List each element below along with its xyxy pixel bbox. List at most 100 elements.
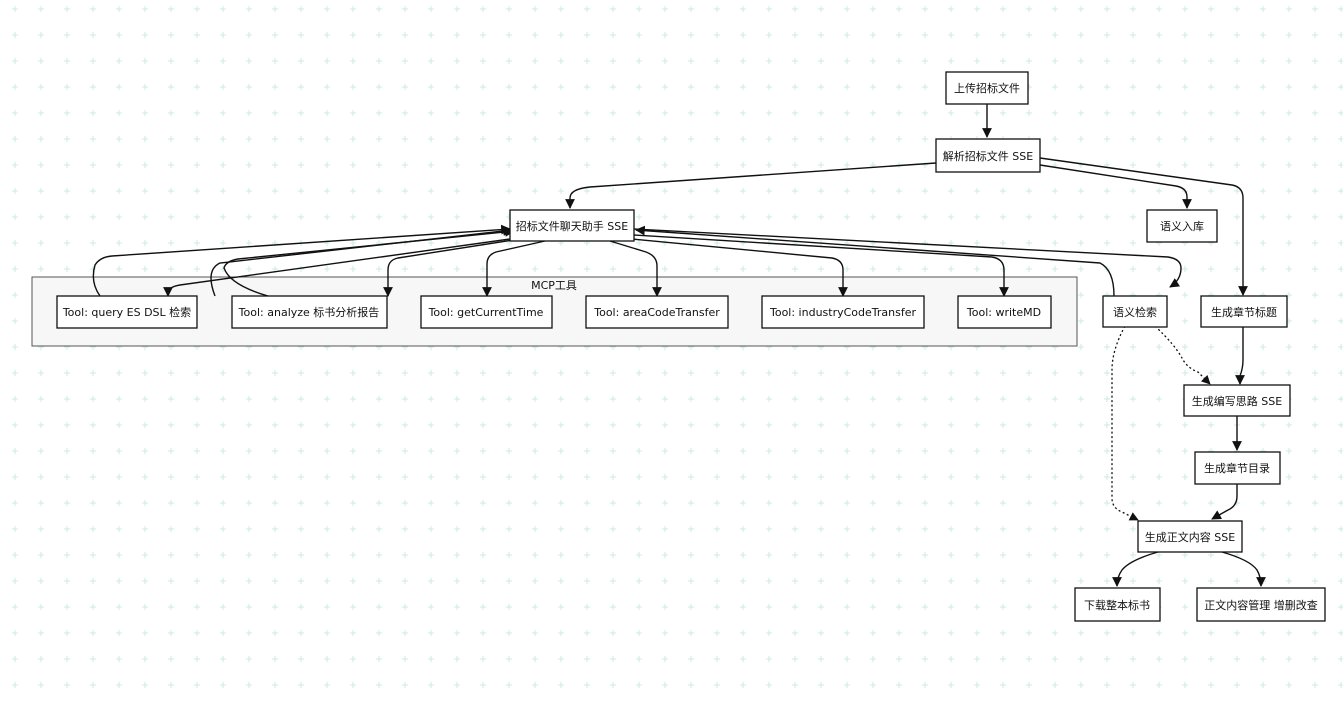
grid-mark xyxy=(818,682,824,688)
grid-mark xyxy=(896,136,902,142)
grid-mark xyxy=(1104,630,1110,636)
node-tool-area-label: Tool: areaCodeTransfer xyxy=(593,306,720,319)
node-parse-label: 解析招标文件 SSE xyxy=(943,149,1033,163)
grid-mark xyxy=(1260,500,1266,506)
grid-mark xyxy=(64,682,70,688)
grid-mark xyxy=(532,500,538,506)
grid-mark xyxy=(246,630,252,636)
grid-mark xyxy=(584,682,590,688)
grid-mark xyxy=(740,136,746,142)
node-upload-label: 上传招标文件 xyxy=(954,81,1020,95)
grid-mark xyxy=(922,422,928,428)
grid-mark xyxy=(844,630,850,636)
grid-mark xyxy=(428,474,434,480)
grid-mark xyxy=(714,604,720,610)
grid-mark xyxy=(1338,578,1343,584)
grid-mark xyxy=(1000,214,1006,220)
grid-mark xyxy=(870,630,876,636)
grid-mark xyxy=(844,422,850,428)
grid-mark xyxy=(428,188,434,194)
grid-mark xyxy=(480,188,486,194)
grid-mark xyxy=(272,32,278,38)
grid-mark xyxy=(350,448,356,454)
grid-mark xyxy=(532,630,538,636)
grid-mark xyxy=(1156,552,1162,558)
grid-mark xyxy=(1078,110,1084,116)
grid-mark xyxy=(688,110,694,116)
grid-mark xyxy=(402,266,408,272)
grid-mark xyxy=(1078,474,1084,480)
grid-mark xyxy=(896,58,902,64)
grid-mark xyxy=(662,396,668,402)
grid-mark xyxy=(922,474,928,480)
grid-mark xyxy=(116,500,122,506)
grid-mark xyxy=(1130,214,1136,220)
grid-mark xyxy=(1104,526,1110,532)
grid-mark xyxy=(246,32,252,38)
edge-parse-semantic-store xyxy=(1039,164,1192,209)
grid-mark xyxy=(896,214,902,220)
grid-mark xyxy=(480,370,486,376)
grid-mark xyxy=(1312,84,1318,90)
grid-mark xyxy=(116,84,122,90)
grid-mark xyxy=(610,110,616,116)
grid-mark xyxy=(948,474,954,480)
grid-mark xyxy=(116,370,122,376)
grid-mark xyxy=(12,422,18,428)
grid-mark xyxy=(90,214,96,220)
grid-mark xyxy=(220,58,226,64)
grid-mark xyxy=(1312,578,1318,584)
grid-mark xyxy=(220,422,226,428)
grid-mark xyxy=(350,136,356,142)
grid-mark xyxy=(1104,214,1110,220)
grid-mark xyxy=(220,162,226,168)
grid-mark xyxy=(376,682,382,688)
grid-mark xyxy=(116,552,122,558)
grid-mark xyxy=(246,6,252,12)
grid-mark xyxy=(714,58,720,64)
grid-mark xyxy=(532,578,538,584)
grid-mark xyxy=(662,630,668,636)
grid-mark xyxy=(1286,58,1292,64)
grid-mark xyxy=(1052,604,1058,610)
grid-mark xyxy=(948,448,954,454)
grid-mark xyxy=(168,500,174,506)
grid-mark xyxy=(220,448,226,454)
grid-mark xyxy=(116,656,122,662)
grid-mark xyxy=(1312,6,1318,12)
node-chat: 招标文件聊天助手 SSE xyxy=(509,209,635,242)
grid-mark xyxy=(38,656,44,662)
grid-mark xyxy=(1312,136,1318,142)
grid-mark xyxy=(1182,136,1188,142)
grid-mark xyxy=(766,552,772,558)
grid-mark xyxy=(168,370,174,376)
grid-mark xyxy=(376,448,382,454)
grid-mark xyxy=(1260,526,1266,532)
grid-mark xyxy=(688,604,694,610)
grid-mark xyxy=(896,110,902,116)
grid-mark xyxy=(480,58,486,64)
grid-mark xyxy=(662,266,668,272)
grid-mark xyxy=(116,396,122,402)
grid-mark xyxy=(792,578,798,584)
grid-mark xyxy=(1338,136,1343,142)
grid-mark xyxy=(922,58,928,64)
grid-mark xyxy=(818,396,824,402)
grid-mark xyxy=(402,136,408,142)
node-tool-analyze-label: Tool: analyze 标书分析报告 xyxy=(238,305,380,319)
grid-mark xyxy=(1234,578,1240,584)
grid-mark xyxy=(506,526,512,532)
grid-mark xyxy=(90,162,96,168)
grid-mark xyxy=(1208,266,1214,272)
grid-mark xyxy=(1078,396,1084,402)
grid-mark xyxy=(272,578,278,584)
grid-mark xyxy=(766,6,772,12)
grid-mark xyxy=(298,110,304,116)
grid-mark xyxy=(1130,682,1136,688)
grid-mark xyxy=(506,162,512,168)
grid-mark xyxy=(1078,6,1084,12)
grid-mark xyxy=(948,422,954,428)
grid-mark xyxy=(1000,448,1006,454)
grid-mark xyxy=(740,656,746,662)
grid-mark xyxy=(1312,58,1318,64)
